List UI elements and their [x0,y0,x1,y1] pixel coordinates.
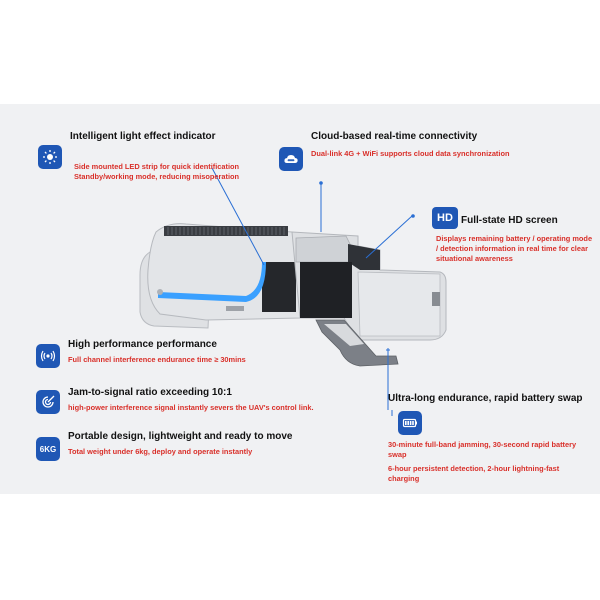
hd-icon: HD [432,207,458,229]
target-icon [36,390,60,414]
feature-screen: Full-state HD screen [461,215,558,227]
feature-title: Jam-to-signal ratio exceeding 10:1 [68,387,232,398]
feature-title: Portable design, lightweight and ready t… [68,431,293,442]
signal-wave-icon [36,344,60,368]
weight-badge-text: 6KG [39,444,57,454]
feature-title: Full-state HD screen [461,215,558,226]
weight-6kg-icon: 6KG [36,437,60,461]
feature-ratio-desc: high-power interference signal instantly… [68,403,314,413]
feature-performance-desc: Full channel interference endurance time… [68,355,246,365]
cloud-infinity-icon [279,147,303,171]
feature-desc: 30-minute full-band jamming, 30-second r… [388,440,577,459]
feature-desc: Total weight under 6kg, deploy and opera… [68,447,253,456]
feature-screen-desc: Displays remaining battery / operating m… [436,234,596,264]
feature-desc: Full channel interference endurance time… [68,355,246,364]
feature-title: Ultra-long endurance, rapid battery swap [388,393,583,404]
feature-desc: 6-hour persistent detection, 2-hour ligh… [388,464,560,483]
feature-ratio: Jam-to-signal ratio exceeding 10:1 [68,387,232,399]
hd-badge-text: HD [437,212,453,224]
feature-portable: Portable design, lightweight and ready t… [68,431,292,443]
feature-cloud: Cloud-based real-time connectivity [311,131,477,143]
feature-battery: Ultra-long endurance, rapid battery swap [388,393,582,405]
feature-portable-desc: Total weight under 6kg, deploy and opera… [68,447,252,457]
feature-light-desc: Side mounted LED strip for quick identif… [74,162,249,182]
battery-icon [398,411,422,435]
feature-performance: High performance performance [68,339,217,351]
feature-battery-desc: 30-minute full-band jamming, 30-second r… [388,440,588,484]
feature-desc: Displays remaining battery / operating m… [436,234,593,263]
sun-icon [38,145,62,169]
feature-light-indicator: Intelligent light effect indicator [70,131,216,143]
feature-title: High performance performance [68,339,217,350]
feature-title: Cloud-based real-time connectivity [311,131,478,142]
feature-cloud-desc: Dual-link 4G + WiFi supports cloud data … [311,149,509,159]
feature-desc: Side mounted LED strip for quick identif… [74,162,240,171]
feature-desc: high-power interference signal instantly… [68,403,314,412]
feature-desc: Dual-link 4G + WiFi supports cloud data … [311,149,510,158]
feature-desc: Standby/working mode, reducing misoperat… [74,172,240,181]
feature-title: Intelligent light effect indicator [70,131,216,142]
